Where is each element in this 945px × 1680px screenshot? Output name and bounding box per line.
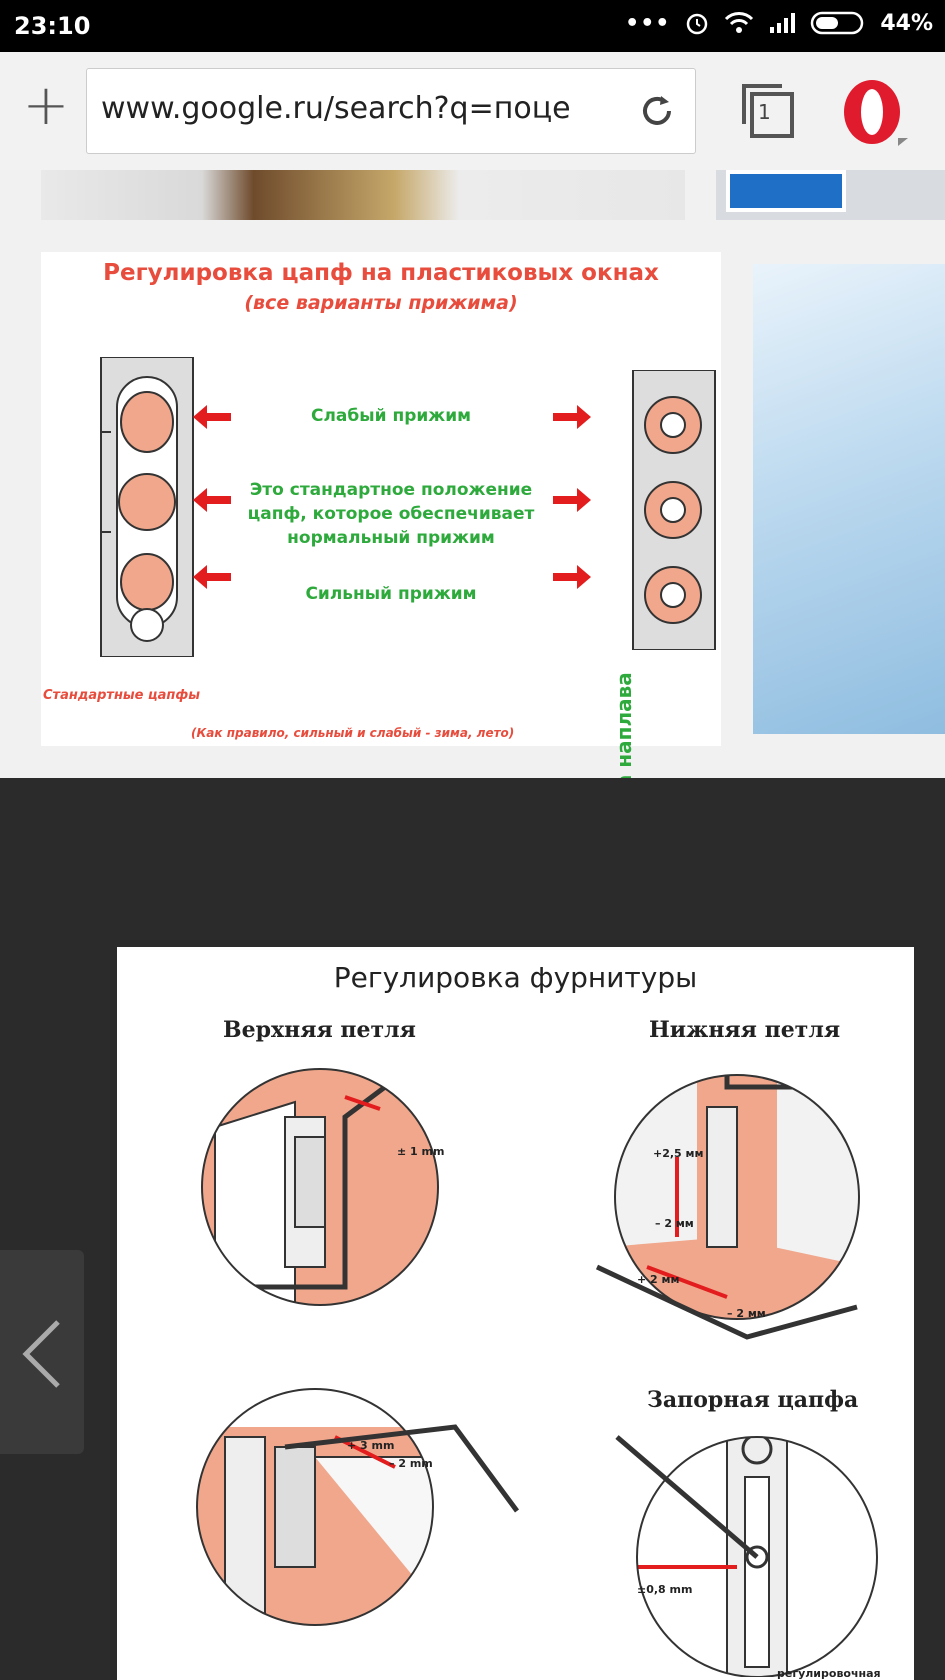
result-thumbnail-window[interactable] xyxy=(716,170,945,220)
battery-icon xyxy=(811,11,864,35)
arrow-icons xyxy=(193,405,591,589)
result-thumbnail-door-hinge[interactable] xyxy=(41,170,685,220)
lower-hinge-measure-down: – 2 мм xyxy=(655,1217,694,1230)
lower-hinge-measure-right: – 2 мм xyxy=(727,1307,766,1320)
card1-subtitle: (все варианты прижима) xyxy=(244,292,518,314)
lower-hinge-measure-up: +2,5 мм xyxy=(653,1147,704,1160)
result-card-window-photo[interactable] xyxy=(753,264,945,734)
lower-hinge-label: Нижняя петля xyxy=(649,1017,841,1043)
battery-percent: 44% xyxy=(880,10,933,36)
new-tab-plus-icon[interactable]: + xyxy=(22,73,70,138)
tabs-button[interactable]: 1 xyxy=(736,78,800,142)
browser-toolbar: + www.google.ru/search?q=поце 1 xyxy=(0,52,945,171)
tab-count: 1 xyxy=(758,100,771,124)
opera-menu-icon[interactable] xyxy=(838,76,910,148)
adjustment-label: регулировочная xyxy=(777,1667,881,1680)
card3-title: Регулировка фурнитуры xyxy=(333,961,698,994)
locking-pin-measure: ±0,8 mm xyxy=(637,1583,693,1596)
result-card-pin-adjustment[interactable]: Регулировка цапф на пластиковых окнах (в… xyxy=(41,252,721,746)
alarm-icon xyxy=(687,13,708,35)
address-bar[interactable]: www.google.ru/search?q=поце xyxy=(86,68,696,154)
standard-pressure-line2: цапф, которое обеспечивает xyxy=(247,504,535,524)
left-rail-diagram xyxy=(100,357,194,657)
reload-icon[interactable] xyxy=(635,89,679,133)
url-text[interactable]: www.google.ru/search?q=поце xyxy=(101,91,571,126)
status-bar: 23:10 ••• 44% xyxy=(0,0,945,52)
signal-icon xyxy=(770,13,796,33)
standard-pins-label: Стандартные цапфы xyxy=(43,688,201,703)
notification-dots: ••• xyxy=(625,10,671,36)
standard-pressure-line3: нормальный прижим xyxy=(287,528,495,548)
card1-note: (Как правило, сильный и слабый - зима, л… xyxy=(191,726,515,740)
window-image xyxy=(726,170,846,212)
shear-measure-plus: + 3 mm xyxy=(347,1439,395,1452)
status-time: 23:10 xyxy=(14,12,91,40)
wifi-icon xyxy=(725,12,754,33)
locking-pin-label: Запорная цапфа xyxy=(647,1387,859,1413)
standard-pressure-line1: Это стандартное положение xyxy=(249,480,533,500)
upper-hinge-shear-diagram xyxy=(196,1388,520,1626)
shear-measure-minus: – 2 mm xyxy=(389,1457,433,1470)
upper-hinge-label: Верхняя петля xyxy=(223,1017,416,1043)
strong-pressure-label: Сильный прижим xyxy=(305,584,477,604)
chevron-left-icon xyxy=(22,1320,60,1388)
locking-pin-diagram xyxy=(615,1435,878,1677)
result-card-hardware-adjustment[interactable]: Регулировка фурнитуры Верхняя петля Нижн… xyxy=(117,947,914,1680)
weak-pressure-label: Слабый прижим xyxy=(310,406,472,426)
right-rail-diagram xyxy=(632,370,716,650)
upper-hinge-diagram xyxy=(201,1068,439,1306)
upper-hinge-measure: ± 1 mm xyxy=(397,1145,445,1158)
lower-hinge-diagram xyxy=(595,1074,860,1340)
tabs-icon xyxy=(742,84,794,138)
previous-image-button[interactable] xyxy=(0,1250,84,1454)
status-icons: ••• 44% xyxy=(625,10,933,36)
lower-hinge-measure-left: + 2 мм xyxy=(637,1273,680,1286)
card1-title: Регулировка цапф на пластиковых окнах xyxy=(103,260,659,286)
